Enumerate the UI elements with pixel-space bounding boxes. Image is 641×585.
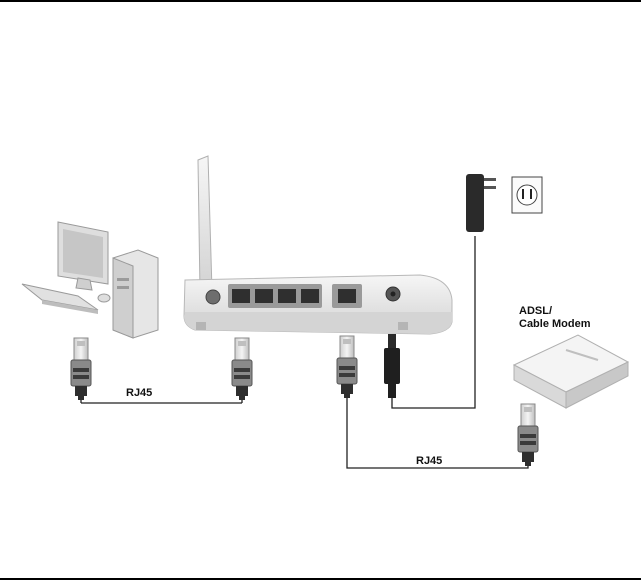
wireless-router-icon xyxy=(184,156,452,334)
rj45-connector-modem xyxy=(518,404,538,466)
modem-label-line2: Cable Modem xyxy=(519,318,591,331)
dc-power-plug-icon xyxy=(384,334,400,398)
modem-label: ADSL/ Cable Modem xyxy=(519,305,591,331)
adsl-cable-modem-icon xyxy=(514,335,628,408)
rj45-connector-computer xyxy=(71,338,91,400)
rj45-connector-router-lan xyxy=(232,338,252,400)
desktop-computer-icon xyxy=(22,222,158,338)
rj45-label-right: RJ45 xyxy=(416,455,442,468)
power-adapter-icon xyxy=(466,174,496,232)
rj45-connector-router-wan xyxy=(337,336,357,398)
wall-outlet-icon xyxy=(512,177,542,213)
modem-label-line1: ADSL/ xyxy=(519,305,591,318)
rj45-label-left: RJ45 xyxy=(126,387,152,400)
